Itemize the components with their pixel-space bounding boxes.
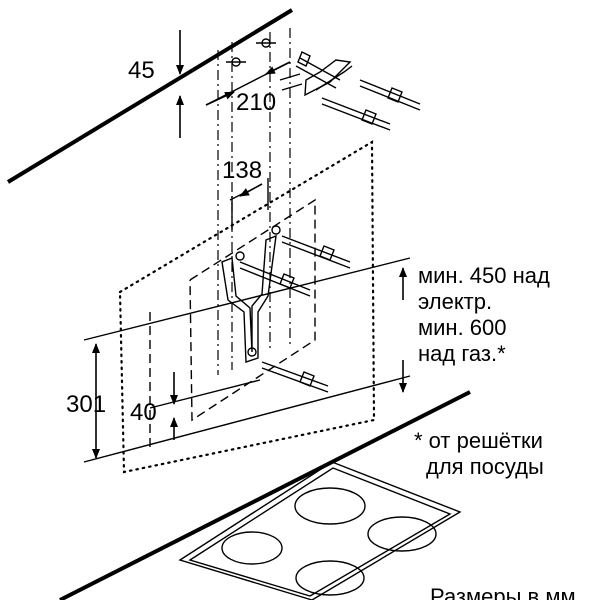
- ceiling-line: [6, 8, 294, 184]
- min-note-line2: электр.: [418, 289, 492, 314]
- dim-45: 45: [128, 30, 184, 138]
- hob-burner: [295, 560, 365, 596]
- hob-burner: [221, 531, 283, 565]
- footnote-line1: * от решётки: [414, 428, 543, 453]
- min-note-line1: мин. 450 над: [418, 263, 550, 288]
- dim-40-label: 40: [130, 399, 157, 426]
- units-note: Размеры в мм: [430, 584, 576, 600]
- dim-301: 301: [66, 343, 106, 459]
- footnote-line2: для посуды: [426, 454, 544, 479]
- upper-screws: [279, 51, 421, 131]
- dim-138-label: 138: [222, 157, 262, 184]
- hob-burner: [294, 487, 366, 525]
- min-note-line3: мин. 600: [418, 315, 507, 340]
- dim-45-label: 45: [128, 57, 155, 84]
- dim-40: 40: [130, 372, 178, 440]
- hob: [59, 390, 471, 600]
- dim-210-label: 210: [236, 89, 276, 116]
- middle-bracket: [221, 225, 281, 363]
- dim-210: 210: [205, 61, 291, 116]
- reference-lines: [83, 257, 411, 463]
- hood-outline: [118, 140, 376, 474]
- dim-301-label: 301: [66, 391, 106, 418]
- dim-138: 138: [222, 157, 269, 230]
- upper-bracket: [226, 38, 353, 97]
- hob-burner: [367, 516, 437, 552]
- middle-screws: [239, 235, 351, 393]
- min-note-line4: над газ.*: [418, 341, 506, 366]
